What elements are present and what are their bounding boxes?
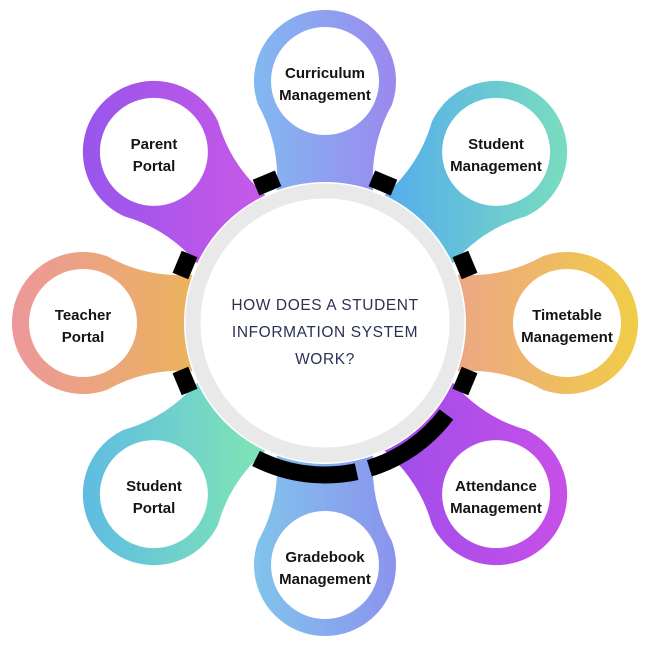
tick-dash-right-upper <box>452 250 478 280</box>
petal-inner-circle <box>99 440 208 549</box>
label-attendance-line1: Attendance <box>455 478 537 495</box>
tick-dash-top-left <box>252 170 282 196</box>
petal-inner-circle <box>99 97 208 206</box>
label-parent-portal-line2: Portal <box>133 158 176 175</box>
label-student-portal-line2: Portal <box>133 500 176 517</box>
petal-inner-circle <box>29 269 137 377</box>
tick-dash-top-right <box>368 170 398 196</box>
petal-teacher-portal <box>12 252 193 394</box>
label-attendance-line2: Management <box>450 500 542 517</box>
tick-dash-left-lower <box>172 366 198 396</box>
petal-gradebook-management <box>254 455 396 637</box>
label-timetable-line2: Management <box>521 329 613 346</box>
tick-dash-left-upper <box>172 250 198 280</box>
petal-inner-circle <box>442 97 551 206</box>
label-curriculum-line2: Management <box>279 87 371 104</box>
petal-inner-circle <box>442 440 551 549</box>
petal-timetable-management <box>457 252 638 394</box>
label-timetable-line1: Timetable <box>532 307 602 324</box>
label-student-management-line2: Management <box>450 158 542 175</box>
center-title-line2: INFORMATION SYSTEM <box>232 324 418 341</box>
center-title-line1: HOW DOES A STUDENT <box>231 297 418 314</box>
label-curriculum-line1: Curriculum <box>285 65 365 82</box>
label-student-management-line1: Student <box>468 136 524 153</box>
label-gradebook-line1: Gradebook <box>285 549 365 566</box>
petal-inner-circle <box>271 511 379 619</box>
center-title-line3: WORK? <box>295 351 355 368</box>
label-parent-portal-line1: Parent <box>131 136 178 153</box>
petal-parent-portal <box>82 80 266 264</box>
petal-curriculum-management <box>254 9 396 191</box>
tick-arc-bottom-left <box>252 450 359 484</box>
petal-inner-circle <box>513 269 621 377</box>
center-circle <box>185 183 465 463</box>
label-student-portal-line1: Student <box>126 478 182 495</box>
petal-student-management <box>384 80 568 264</box>
petal-student-portal <box>82 382 266 566</box>
petal-inner-circle <box>271 27 379 135</box>
label-gradebook-line2: Management <box>279 571 371 588</box>
tick-arc-bottom-right <box>366 409 454 477</box>
label-teacher-portal-line1: Teacher <box>55 307 112 324</box>
label-teacher-portal-line2: Portal <box>62 329 105 346</box>
tick-dash-right-lower <box>452 366 478 396</box>
